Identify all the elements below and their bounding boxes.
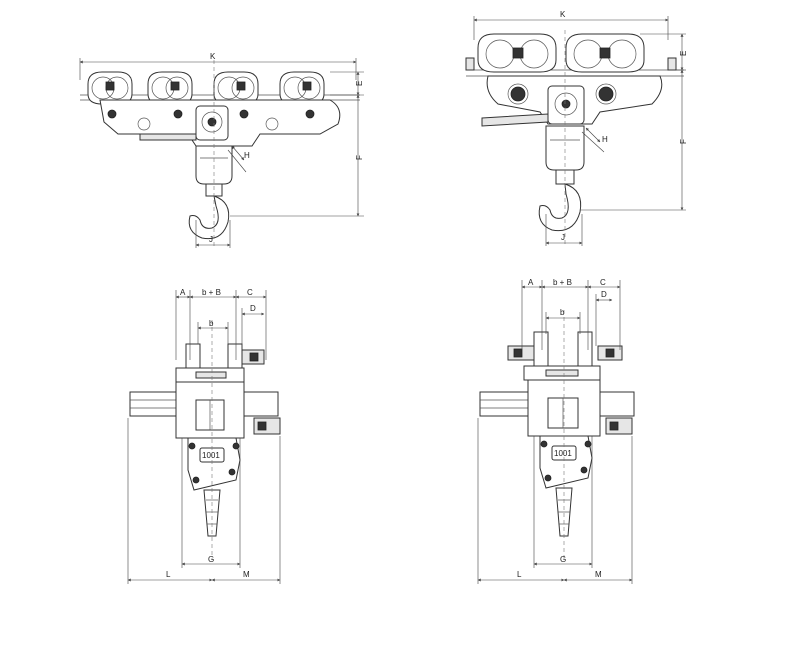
dim-label-d: D [250, 304, 256, 313]
dim-label-j: J [561, 233, 565, 242]
view-four-wheel-side: K E F H J [79, 52, 364, 248]
dim-label-a: A [528, 278, 534, 287]
dim-label-m: M [595, 570, 602, 579]
trolley-wheels [477, 33, 645, 73]
dim-label-d: D [601, 290, 607, 299]
dim-label-f: F [679, 139, 688, 144]
dim-label-m: M [243, 570, 250, 579]
dim-label-h: H [244, 151, 250, 160]
dim-label-j: J [209, 235, 213, 244]
dim-label-f: F [355, 155, 364, 160]
dim-label-e: E [355, 81, 364, 86]
trolley-wheels [87, 71, 325, 105]
dim-label-a: A [180, 288, 186, 297]
dim-label-e: E [679, 51, 688, 56]
dim-label-l: L [517, 570, 522, 579]
view-two-wheel-side: K E F H J [465, 10, 688, 246]
view-end-right: 1001 A b + B C D b G L [477, 278, 635, 584]
dim-label-k: K [560, 10, 566, 19]
dim-label-l: L [166, 570, 171, 579]
hoist-display-text: 1001 [202, 451, 220, 460]
dim-label-h: H [602, 135, 608, 144]
dim-label-b-plus-b: b + B [202, 288, 221, 297]
dim-label-k: K [210, 52, 216, 61]
dim-label-b-plus-b: b + B [553, 278, 572, 287]
load-hook [538, 169, 582, 232]
dim-label-g: G [208, 555, 214, 564]
dim-label-c: C [600, 278, 606, 287]
dim-label-b: b [560, 308, 565, 317]
dim-label-g: G [560, 555, 566, 564]
dim-label-b: b [209, 319, 214, 328]
dim-label-c: C [247, 288, 253, 297]
load-hook [188, 183, 230, 240]
view-end-left: 1001 A b + B C D b G [127, 288, 281, 584]
hoist-display-text: 1001 [554, 449, 572, 458]
